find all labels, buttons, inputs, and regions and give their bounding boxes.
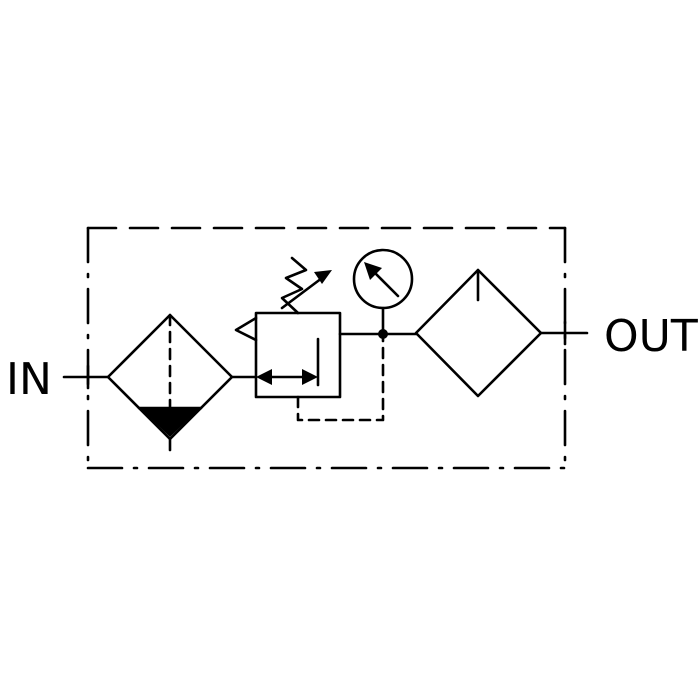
inlet-port	[62, 364, 110, 390]
lubricator-symbol	[414, 268, 543, 398]
unit-enclosure	[86, 226, 567, 470]
adjustable-spring-symbol	[280, 256, 332, 315]
pressure-gauge-symbol	[352, 248, 414, 310]
outlet-label: OUT	[604, 311, 698, 362]
pressure-regulator-symbol	[234, 311, 385, 422]
outlet-port	[539, 320, 589, 346]
inlet-label: IN	[6, 354, 52, 405]
filter-symbol	[106, 313, 234, 452]
